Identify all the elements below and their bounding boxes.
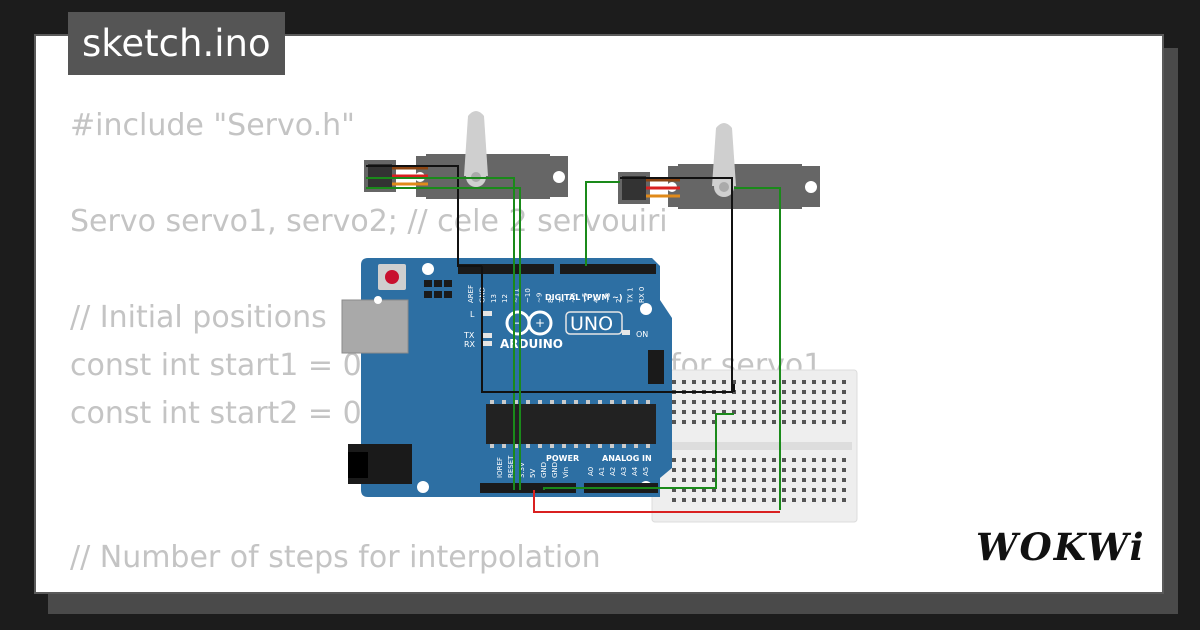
servo-2-connector — [622, 176, 646, 200]
code-line: const int start2 = 0; — [70, 396, 372, 431]
power-pin-label: IOREF — [496, 457, 504, 478]
usb-port — [341, 299, 409, 354]
on-label: ON — [636, 330, 648, 339]
power-pin-label: Vin — [562, 467, 570, 478]
arduino-uno-board: − + UNO ARDUINO DIGITAL (PWM ~) POWER AN… — [341, 258, 672, 497]
power-pin-label: GND — [551, 462, 559, 478]
digital-pin-label: ~3 — [604, 293, 612, 303]
power-pin-label: 5V — [529, 469, 537, 478]
digital-pin-label: 12 — [501, 294, 509, 303]
digital-pin-label: ~6 — [570, 292, 578, 303]
digital-pin-label: RX 0 — [638, 287, 646, 303]
servo-1-body — [426, 154, 550, 199]
wokwi-logo: WOKWi — [976, 525, 1146, 569]
servo-1-connector — [368, 164, 392, 188]
analog-pin-label: A1 — [598, 467, 606, 476]
digital-pin-label: 13 — [490, 294, 498, 303]
breadboard — [651, 369, 858, 523]
power-header-label: POWER — [546, 454, 579, 463]
led-label-l: L — [470, 310, 475, 319]
analog-header-label: ANALOG IN — [602, 454, 652, 463]
logo-text: WOKWi — [976, 525, 1146, 569]
digital-pin-label: 8 — [547, 299, 555, 303]
analog-pin-label: A0 — [587, 467, 595, 476]
top-header-right — [560, 264, 656, 274]
board-name: UNO — [570, 313, 613, 335]
digital-pin-label: ~9 — [535, 293, 543, 303]
digital-pin-label: 7 — [558, 299, 566, 303]
analog-pin-label: A4 — [631, 466, 639, 476]
digital-header-label: DIGITAL (PWM ~) — [545, 293, 623, 302]
reset-button[interactable] — [385, 270, 399, 284]
code-line: Servo servo1, servo2; // cele 2 servouir… — [70, 204, 668, 239]
analog-pin-label: A2 — [609, 467, 617, 476]
code-line: #include "Servo.h" — [70, 108, 355, 143]
digital-pin-label: ~5 — [581, 293, 589, 303]
servo-motor-1 — [364, 111, 568, 199]
led-label-tx: TX — [463, 331, 475, 340]
servo-2-body — [678, 164, 802, 209]
power-pin-label: GND — [540, 462, 548, 478]
arduino-logo: − + — [505, 310, 553, 336]
wires — [366, 165, 781, 513]
board-brand: ARDUINO — [500, 337, 563, 351]
svg-text:−: − — [512, 316, 522, 330]
svg-text:+: + — [535, 316, 545, 330]
power-pin-label: 3.3V — [518, 462, 526, 478]
power-pin-label: RESET — [507, 455, 515, 478]
status-leds: L TX RX — [463, 310, 492, 349]
file-tab[interactable]: sketch.ino — [68, 12, 285, 75]
digital-pin-label: ~10 — [524, 288, 532, 303]
analog-pin-label: A5 — [642, 467, 650, 476]
code-line: const int steps = 100; // More steps = s… — [70, 582, 907, 592]
digital-pin-label: 4 — [592, 298, 600, 303]
servo-2-horn — [712, 123, 736, 186]
code-line: // Initial positions — [70, 300, 327, 335]
atmega-chip — [486, 404, 656, 444]
analog-pin-label: A3 — [620, 467, 628, 476]
digital-pin-label: AREF — [467, 285, 475, 303]
digital-pin-label: 2 — [615, 299, 623, 303]
power-header — [480, 483, 576, 493]
code-line: // Number of steps for interpolation — [70, 540, 601, 575]
servo-1-horn — [464, 111, 488, 176]
top-header-left — [458, 264, 554, 274]
digital-pin-label: TX 1 — [627, 287, 635, 304]
led-label-rx: RX — [464, 340, 476, 349]
digital-pin-label: ~11 — [513, 288, 521, 303]
